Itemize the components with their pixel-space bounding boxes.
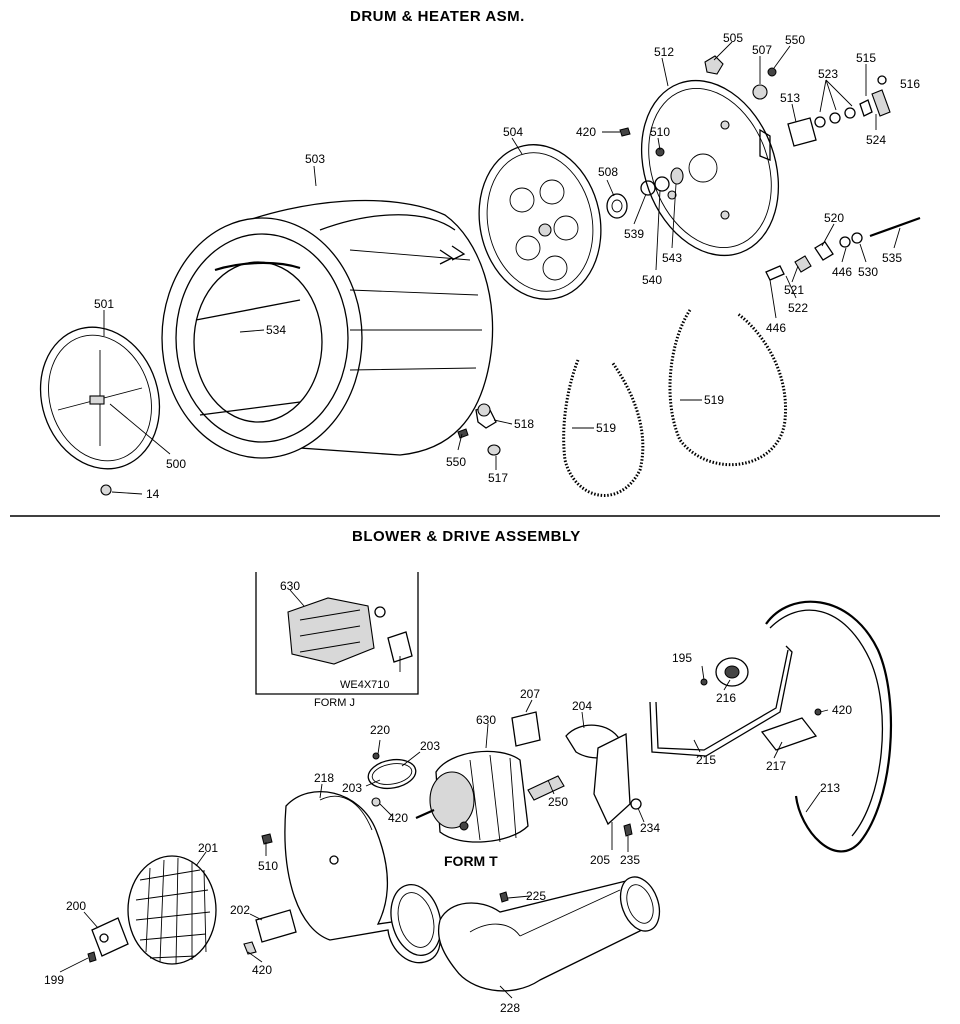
- label-225: 225: [526, 889, 546, 903]
- blower-brackets: [87, 833, 297, 963]
- blower-wheel-201: [127, 855, 217, 965]
- blower-housing-218: [284, 791, 442, 964]
- label-550b: 550: [446, 455, 466, 469]
- inset-form-label: FORM J: [314, 697, 355, 709]
- label-520: 520: [824, 211, 844, 225]
- door-ring-501: [39, 326, 161, 496]
- inset-model-label: WE4X710: [340, 679, 390, 691]
- label-420a: 420: [576, 125, 596, 139]
- label-420c: 420: [388, 811, 408, 825]
- label-218: 218: [314, 771, 334, 785]
- label-507: 507: [752, 43, 772, 57]
- label-530: 530: [858, 265, 878, 279]
- label-523: 523: [818, 67, 838, 81]
- label-446a: 446: [832, 265, 852, 279]
- label-510b: 510: [258, 859, 278, 873]
- drive-belt-213: [765, 600, 893, 853]
- label-503: 503: [305, 152, 325, 166]
- leader-lines-bottom: [59, 589, 829, 999]
- label-508: 508: [598, 165, 618, 179]
- thermostat-parts: [457, 403, 501, 456]
- front-panel-504: [478, 144, 602, 300]
- label-203a: 203: [420, 739, 440, 753]
- label-535: 535: [882, 251, 902, 265]
- label-516: 516: [900, 77, 920, 91]
- label-207: 207: [520, 687, 540, 701]
- label-630b: 630: [476, 713, 496, 727]
- idler-assembly: [649, 645, 822, 757]
- label-205: 205: [590, 853, 610, 867]
- label-420d: 420: [252, 963, 272, 977]
- blower-drive-title: BLOWER & DRIVE ASSEMBLY: [352, 528, 581, 545]
- label-204: 204: [572, 699, 592, 713]
- label-199: 199: [44, 973, 64, 987]
- heater-coil-519-small: [562, 359, 645, 497]
- label-220: 220: [370, 723, 390, 737]
- label-216: 216: [716, 691, 736, 705]
- inset-form-j: [255, 572, 419, 695]
- label-519a: 519: [596, 421, 616, 435]
- drum-heater-title: DRUM & HEATER ASM.: [350, 8, 525, 25]
- label-215: 215: [696, 753, 716, 767]
- label-518: 518: [514, 417, 534, 431]
- label-540: 540: [642, 273, 662, 287]
- label-510a: 510: [650, 125, 670, 139]
- heater-housing-512: [640, 79, 780, 257]
- label-200: 200: [66, 899, 86, 913]
- label-203b: 203: [342, 781, 362, 795]
- drum-503: [161, 199, 494, 459]
- label-522: 522: [788, 301, 808, 315]
- motor-bracket: [565, 724, 642, 837]
- label-534: 534: [266, 323, 286, 337]
- label-550a: 550: [785, 33, 805, 47]
- top-small-parts: [606, 55, 921, 281]
- label-501: 501: [94, 297, 114, 311]
- label-524: 524: [866, 133, 886, 147]
- label-235: 235: [620, 853, 640, 867]
- label-195: 195: [672, 651, 692, 665]
- motor-clamp-203: [367, 752, 417, 807]
- label-512: 512: [654, 45, 674, 59]
- label-521: 521: [784, 283, 804, 297]
- label-505: 505: [723, 31, 743, 45]
- label-213: 213: [820, 781, 840, 795]
- leader-lines-top: [103, 41, 901, 495]
- label-217: 217: [766, 759, 786, 773]
- label-14: 14: [146, 487, 160, 501]
- label-250: 250: [548, 795, 568, 809]
- label-504: 504: [503, 125, 523, 139]
- form-t-label: FORM T: [444, 853, 498, 869]
- exhaust-duct-228: [437, 876, 661, 992]
- label-517: 517: [488, 471, 508, 485]
- label-513: 513: [780, 91, 800, 105]
- label-543: 543: [662, 251, 682, 265]
- label-234: 234: [640, 821, 660, 835]
- label-519b: 519: [704, 393, 724, 407]
- label-539: 539: [624, 227, 644, 241]
- label-228: 228: [500, 1001, 520, 1015]
- label-630a: 630: [280, 579, 300, 593]
- label-446b: 446: [766, 321, 786, 335]
- label-515: 515: [856, 51, 876, 65]
- label-202: 202: [230, 903, 250, 917]
- label-500: 500: [166, 457, 186, 471]
- label-201: 201: [198, 841, 218, 855]
- motor-630: [415, 711, 565, 843]
- label-420b: 420: [832, 703, 852, 717]
